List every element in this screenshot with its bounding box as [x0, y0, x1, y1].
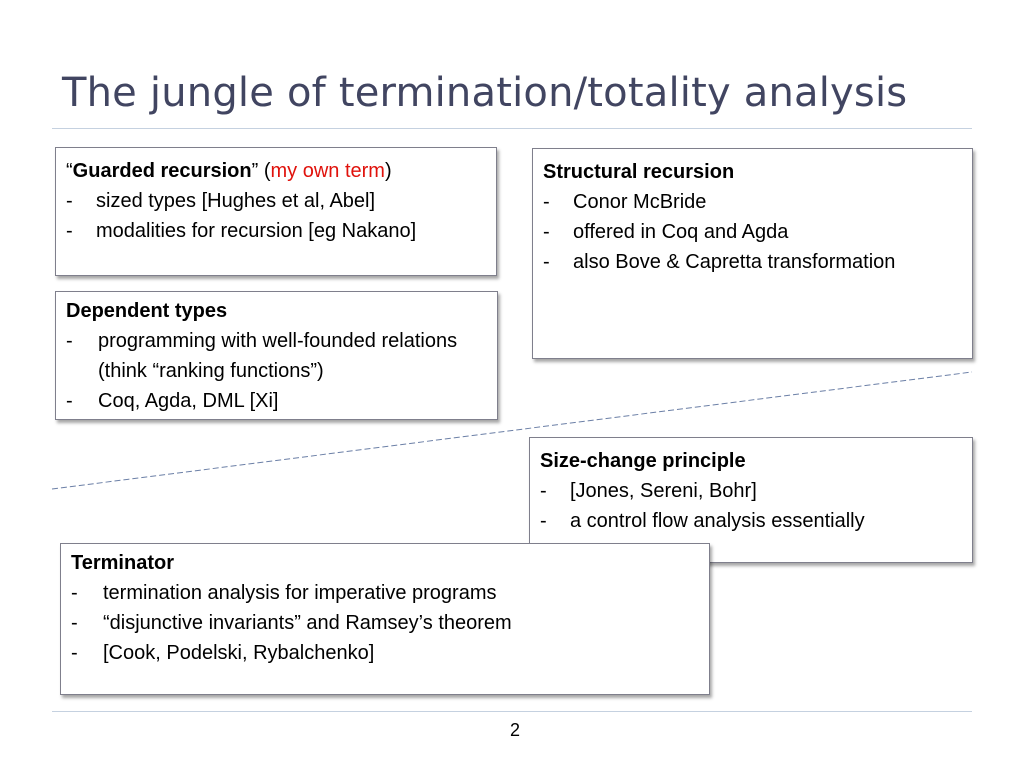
top-divider [52, 128, 972, 129]
list-item: Coq, Agda, DML [Xi] [66, 386, 487, 416]
list-item: a control flow analysis essentially [540, 506, 962, 536]
list-item: programming with well-founded relations … [66, 326, 487, 386]
guarded-heading: Guarded recursion [72, 160, 252, 182]
structural-heading: Structural recursion [543, 161, 735, 183]
list-item: modalities for recursion [eg Nakano] [66, 216, 486, 246]
bottom-divider [52, 711, 972, 712]
dependent-types-box: Dependent types programming with well-fo… [55, 291, 498, 420]
terminator-list: termination analysis for imperative prog… [71, 578, 699, 668]
list-item: [Jones, Sereni, Bohr] [540, 476, 962, 506]
list-item: also Bove & Capretta transformation [543, 247, 962, 277]
slide-title: The jungle of termination/totality analy… [62, 70, 908, 116]
terminator-heading: Terminator [71, 552, 174, 574]
list-item: “disjunctive invariants” and Ramsey’s th… [71, 608, 699, 638]
dependent-heading: Dependent types [66, 300, 228, 322]
list-item: offered in Coq and Agda [543, 217, 962, 247]
size-change-box: Size-change principle [Jones, Sereni, Bo… [529, 437, 973, 563]
sizechange-list: [Jones, Sereni, Bohr] a control flow ana… [540, 476, 962, 536]
paren-close: ) [384, 160, 392, 182]
dependent-list: programming with well-founded relations … [66, 326, 487, 416]
guarded-heading-line: “Guarded recursion” (my own term) [66, 160, 392, 182]
list-item: sized types [Hughes et al, Abel] [66, 186, 486, 216]
guarded-list: sized types [Hughes et al, Abel] modalit… [66, 186, 486, 246]
list-item: Conor McBride [543, 187, 962, 217]
quote-close: ” ( [251, 160, 271, 182]
structural-list: Conor McBride offered in Coq and Agda al… [543, 187, 962, 277]
own-term-note: my own term [270, 160, 385, 182]
quote-open: “ [66, 160, 73, 182]
sizechange-heading: Size-change principle [540, 450, 746, 472]
list-item: [Cook, Podelski, Rybalchenko] [71, 638, 699, 668]
guarded-recursion-box: “Guarded recursion” (my own term) sized … [55, 147, 497, 276]
terminator-box: Terminator termination analysis for impe… [60, 543, 710, 695]
list-item: termination analysis for imperative prog… [71, 578, 699, 608]
structural-recursion-box: Structural recursion Conor McBride offer… [532, 148, 973, 359]
page-number: 2 [510, 720, 521, 740]
